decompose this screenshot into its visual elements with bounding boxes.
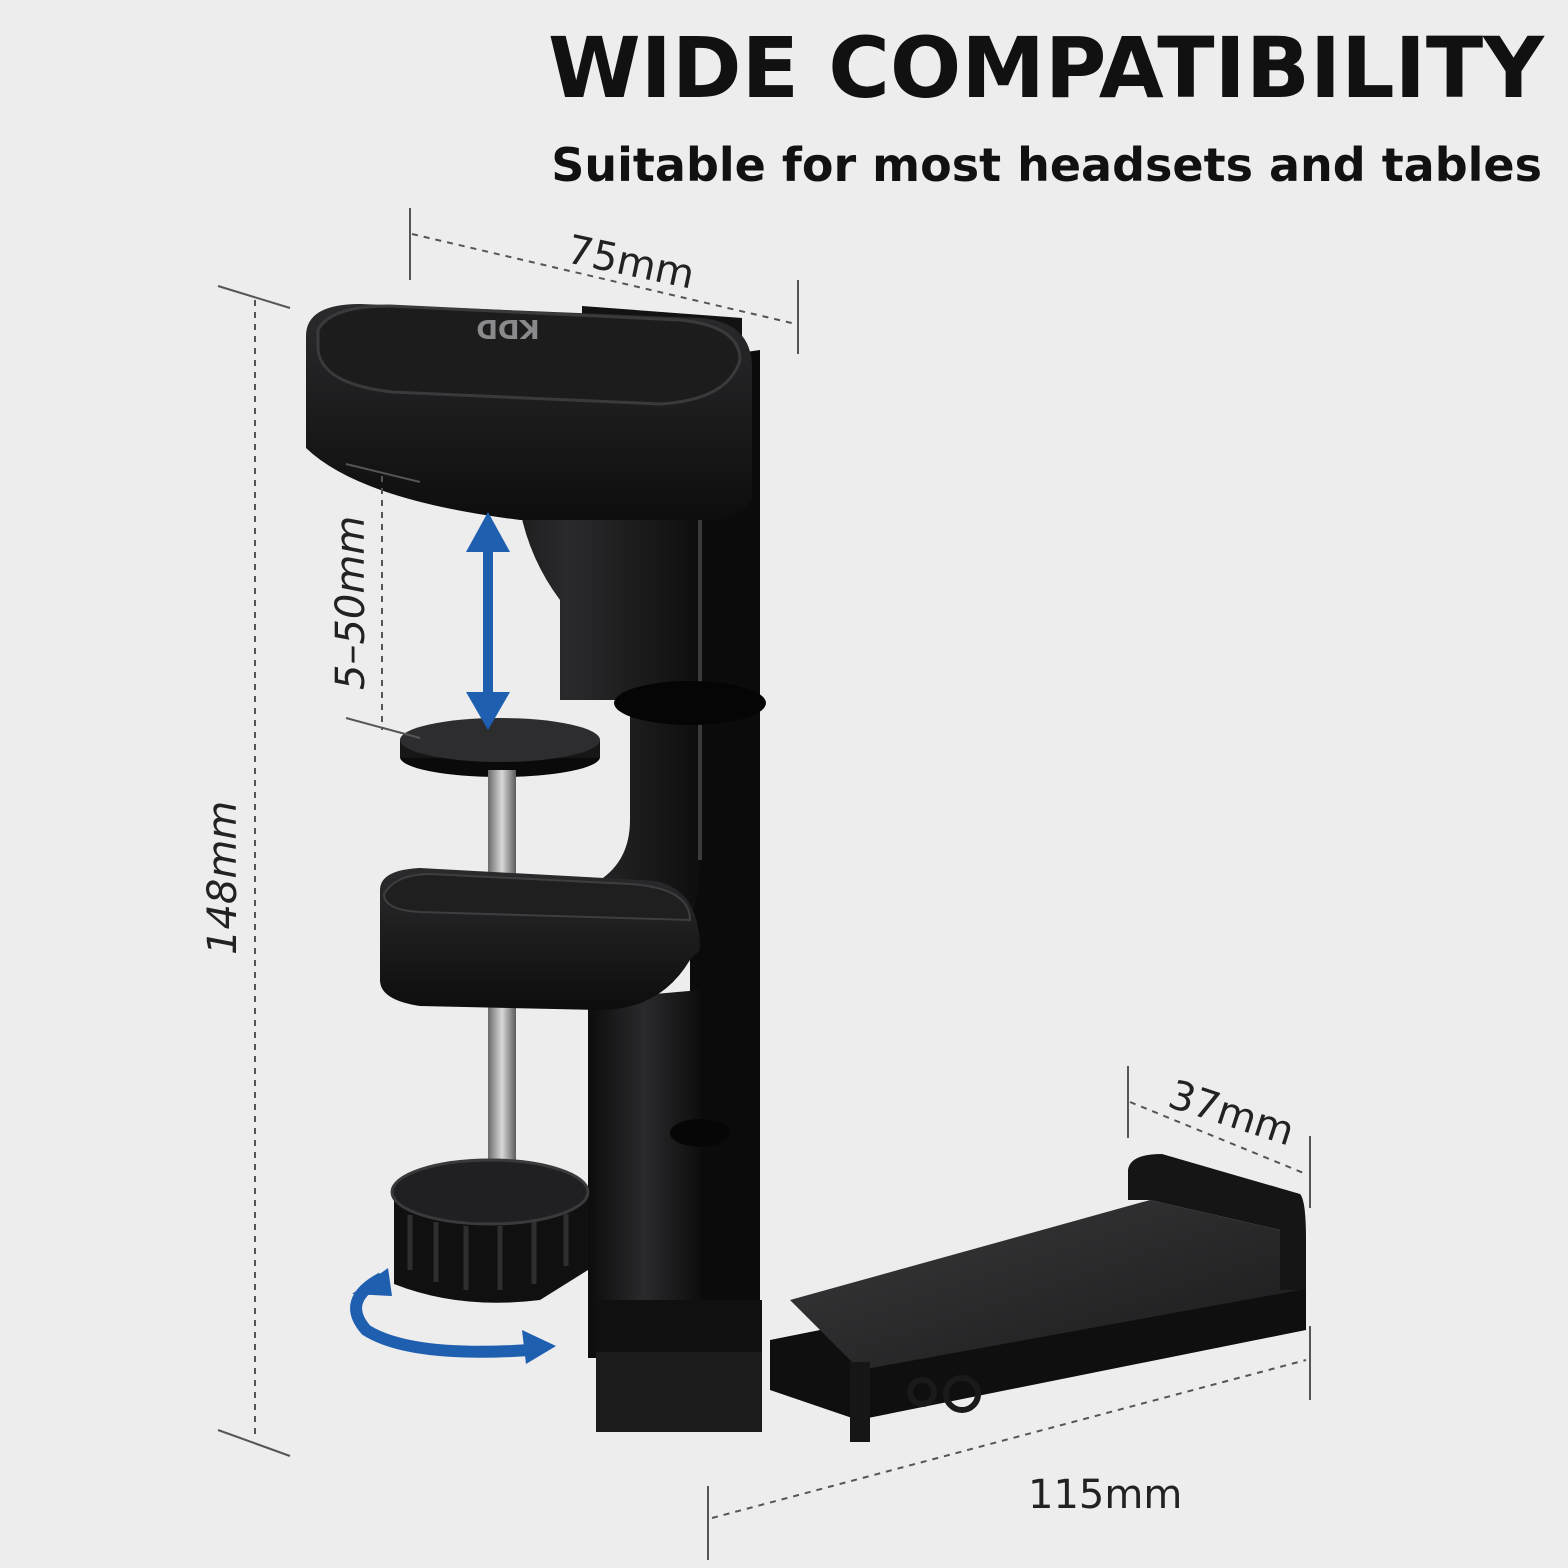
dimension-label-height: 148mm [200, 801, 246, 955]
dimension-label-clamp-range: 5–50mm [328, 516, 374, 690]
top-pad: KDD [306, 304, 752, 521]
dimension-hook-length [707, 1326, 1311, 1560]
dimension-top-width [409, 208, 799, 354]
subheadline: Suitable for most headsets and tables [551, 138, 1542, 192]
rotate-arrow-icon [350, 1268, 556, 1364]
lower-clamp-jaw [380, 868, 700, 1010]
clamp-disc [400, 718, 600, 777]
brand-logo: KDD [476, 313, 539, 343]
headline: WIDE COMPATIBILITY [548, 19, 1544, 117]
dimension-label-top-width: 75mm [563, 227, 699, 299]
dimension-clamp-range [345, 463, 421, 739]
vertical-post [588, 350, 762, 1432]
headset-hook-tray [770, 1154, 1306, 1442]
vertical-adjust-arrow-icon [466, 512, 510, 730]
dimension-label-hook-length: 115mm [1028, 1472, 1182, 1518]
adjustment-knob [390, 1158, 590, 1303]
dimension-height [217, 285, 291, 1457]
dimension-hook-width [1127, 1066, 1311, 1208]
